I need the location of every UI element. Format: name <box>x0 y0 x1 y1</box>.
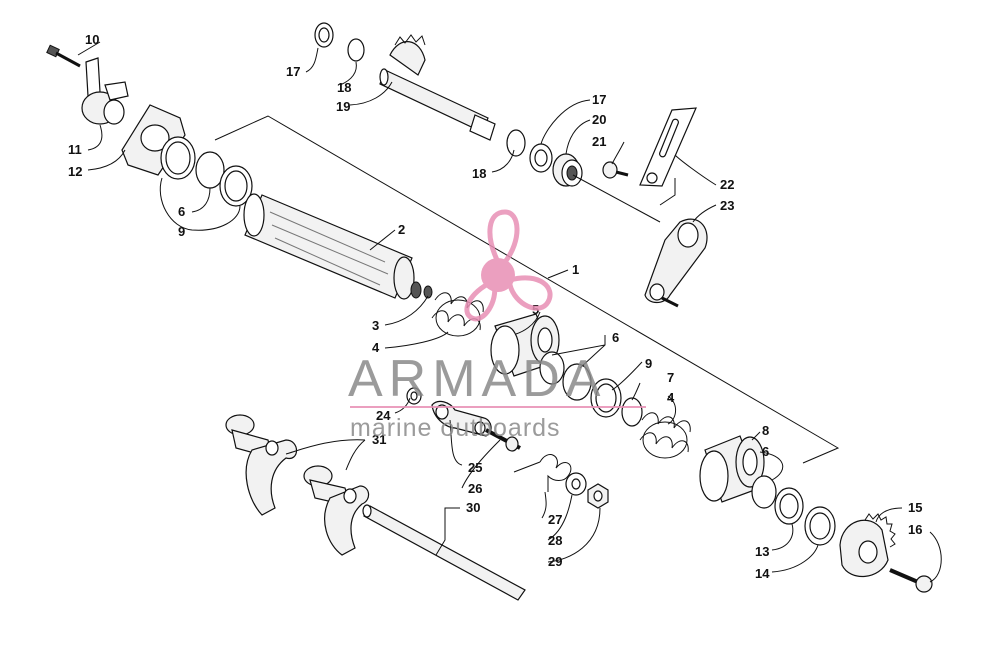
label-9-mid: 9 <box>645 356 652 371</box>
label-18-right: 18 <box>472 166 486 181</box>
star-cam-15 <box>839 513 896 578</box>
bearing-20 <box>552 153 583 187</box>
snap-ring-7 <box>621 397 643 427</box>
watermark-brand: ARMADA <box>348 350 606 408</box>
propeller-logo-icon <box>464 209 553 322</box>
label-6-mid: 6 <box>612 330 619 345</box>
fork-shaft-30 <box>362 504 526 601</box>
assembly-bracket <box>214 115 840 464</box>
snap-ring-6-mid-a <box>539 351 565 385</box>
label-21: 21 <box>592 134 606 149</box>
label-6-right: 6 <box>762 444 769 459</box>
link-arm-22 <box>639 107 697 187</box>
label-14: 14 <box>755 566 770 581</box>
label-4-right: 4 <box>667 390 675 405</box>
label-9-left: 9 <box>178 224 185 239</box>
label-23: 23 <box>720 198 734 213</box>
snap-ring-18-right <box>506 129 526 157</box>
shift-drum-2 <box>243 193 422 300</box>
shift-fork-31-right <box>303 465 370 556</box>
pin-3 <box>423 285 433 299</box>
bolt-10 <box>46 44 81 68</box>
spring-27 <box>513 454 572 492</box>
label-25: 25 <box>468 460 482 475</box>
label-10: 10 <box>85 32 99 47</box>
label-1: 1 <box>572 262 579 277</box>
label-29: 29 <box>548 554 562 569</box>
label-13: 13 <box>755 544 769 559</box>
label-18-top: 18 <box>337 80 351 95</box>
snap-ring-6-right <box>751 475 777 509</box>
stopper-arm-25 <box>431 400 492 437</box>
bolt-21 <box>602 161 629 179</box>
label-11: 11 <box>68 142 82 157</box>
label-26: 26 <box>468 481 482 496</box>
snap-ring-18-top <box>347 38 365 62</box>
label-2: 2 <box>398 222 405 237</box>
screw-16 <box>889 568 933 593</box>
label-6-left: 6 <box>178 204 185 219</box>
shift-shaft-19 <box>379 34 496 141</box>
label-31: 31 <box>372 432 386 447</box>
label-28: 28 <box>548 533 562 548</box>
label-4-left: 4 <box>372 340 380 355</box>
label-12: 12 <box>68 164 82 179</box>
shift-fork-31-left <box>225 414 298 516</box>
spring-4-right <box>639 412 691 459</box>
watermark: ARMADA marine outboards <box>348 209 646 442</box>
nut-29 <box>587 483 609 509</box>
leader-lines <box>77 41 942 583</box>
leader-shaft-lever <box>572 174 661 223</box>
label-27: 27 <box>548 512 562 527</box>
label-17-right: 17 <box>592 92 606 107</box>
sensor-11 <box>81 57 129 125</box>
bolt-26 <box>485 428 521 452</box>
label-20: 20 <box>592 112 606 127</box>
label-7: 7 <box>667 370 674 385</box>
part-labels: 10 11 12 6 9 2 1 3 4 5 17 18 19 17 20 21… <box>68 32 922 581</box>
label-3: 3 <box>372 318 379 333</box>
sleeve-8 <box>699 435 765 503</box>
label-17-top: 17 <box>286 64 300 79</box>
label-16: 16 <box>908 522 922 537</box>
label-19: 19 <box>336 99 350 114</box>
label-22: 22 <box>720 177 734 192</box>
label-8: 8 <box>762 423 769 438</box>
label-15: 15 <box>908 500 922 515</box>
label-24: 24 <box>376 408 391 423</box>
shift-lever-23 <box>644 218 708 308</box>
spring-4-left <box>431 292 484 337</box>
label-30: 30 <box>466 500 480 515</box>
snap-ring-6-mid-b <box>562 363 592 401</box>
watermark-tagline: marine outboards <box>350 414 561 442</box>
